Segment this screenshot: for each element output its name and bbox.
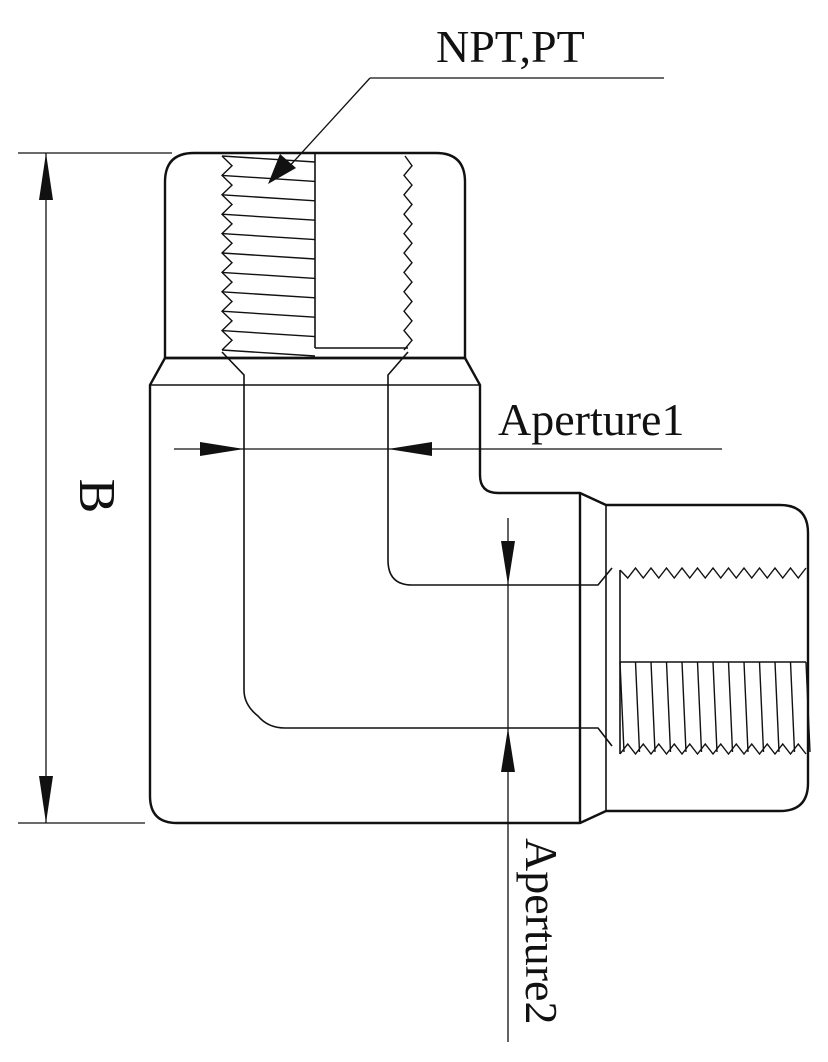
top-thread-hatch xyxy=(221,194,316,202)
right-thread-section xyxy=(619,566,811,756)
top-thread-hatch xyxy=(221,232,316,241)
right-thread-hatch xyxy=(665,661,672,753)
right-thread-hatch xyxy=(805,661,811,753)
right-thread-hatch xyxy=(743,661,749,753)
aperture2-arrow-bottom xyxy=(501,728,515,772)
right-thread-profile-bottom xyxy=(619,742,807,756)
b-arrow-top xyxy=(39,153,53,200)
top-thread-hatch xyxy=(221,349,316,357)
thread-spec-leader xyxy=(285,77,371,171)
top-thread-hatch xyxy=(221,329,316,338)
right-thread-hatch xyxy=(774,661,780,753)
b-label: B xyxy=(68,479,125,514)
top-thread-hatch xyxy=(221,252,316,260)
right-socket-outline xyxy=(579,491,810,825)
right-thread-hatch xyxy=(619,661,625,753)
right-thread-hatch xyxy=(681,661,687,753)
aperture2-label: Aperture2 xyxy=(516,838,567,1024)
top-thread-hatch xyxy=(221,155,316,163)
aperture2-arrow-top xyxy=(501,541,515,585)
b-arrow-bottom xyxy=(39,776,53,823)
right-thread-hatch xyxy=(712,661,718,753)
right-thread-hatch xyxy=(634,661,641,753)
aperture1-arrow-right xyxy=(388,442,432,456)
top-socket-outline xyxy=(163,151,467,360)
inner-bore-outer-wall xyxy=(221,351,613,747)
thread-spec-arrow xyxy=(268,154,296,184)
top-thread-section xyxy=(220,153,413,357)
right-thread-hatch xyxy=(727,661,734,753)
top-thread-hatch xyxy=(221,174,316,183)
top-thread-hatch xyxy=(221,291,316,299)
aperture1-label: Aperture1 xyxy=(498,394,684,445)
right-thread-hatch xyxy=(650,661,656,753)
right-thread-hatch xyxy=(758,661,765,753)
top-thread-hatch xyxy=(221,213,316,221)
right-thread-hatch xyxy=(789,661,796,753)
elbow-body-outline xyxy=(148,356,582,825)
top-thread-hatch xyxy=(221,271,316,280)
inner-bore-inner-wall xyxy=(387,351,613,586)
right-thread-profile-top xyxy=(619,566,807,580)
thread-spec-label: NPT,PT xyxy=(436,21,585,72)
top-thread-profile-right xyxy=(403,155,413,351)
top-thread-hatch xyxy=(221,310,316,318)
aperture1-arrow-left xyxy=(200,442,244,456)
right-thread-hatch xyxy=(696,661,703,753)
